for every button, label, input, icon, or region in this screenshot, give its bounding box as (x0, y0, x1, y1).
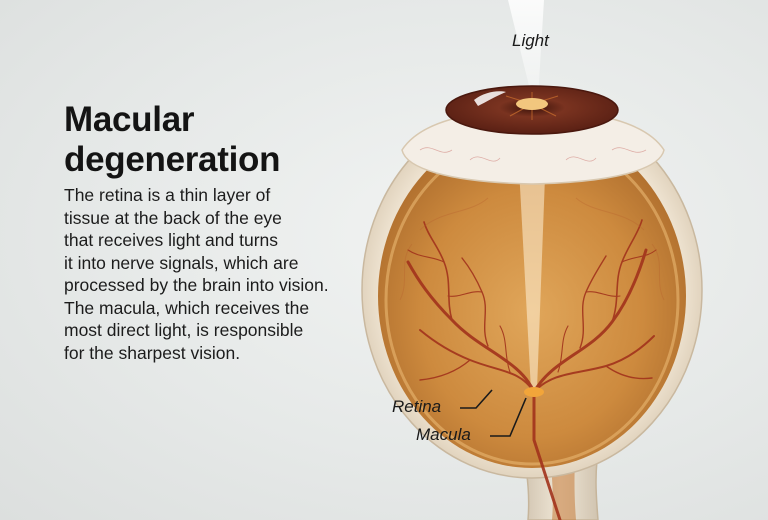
light-beam-interior (518, 150, 546, 390)
title-line-2: degeneration (64, 140, 281, 179)
description-text: The retina is a thin layer of tissue at … (64, 184, 364, 364)
sclera-vessels (419, 147, 647, 162)
retina-leader-line (460, 389, 493, 409)
light-beam (508, 0, 544, 98)
description-line: processed by the brain into vision. (64, 275, 329, 295)
diagram-title: Macular degeneration (64, 100, 364, 180)
retina-label: Retina (392, 397, 442, 416)
blood-vessels (406, 219, 657, 520)
faint-vessels (399, 197, 665, 301)
description-line: it into nerve signals, which are (64, 252, 299, 273)
pupil (516, 98, 548, 110)
macula-spot (524, 387, 544, 397)
description-line: The retina is a thin layer of (64, 185, 271, 205)
description-line: most direct light, is responsible (64, 320, 304, 340)
iris-rim (445, 85, 619, 135)
description-line: for the sharpest vision. (64, 342, 241, 363)
description-line: that receives light and turns (64, 230, 279, 250)
macula-label: Macula (416, 425, 471, 444)
macula-leader-line (490, 397, 527, 437)
description-line: tissue at the back of the eye (64, 207, 282, 228)
lens-highlight (474, 91, 506, 106)
title-line-1: Macular (64, 100, 195, 139)
description-line: The macula, which receives the (64, 297, 310, 318)
light-label: Light (512, 31, 549, 50)
